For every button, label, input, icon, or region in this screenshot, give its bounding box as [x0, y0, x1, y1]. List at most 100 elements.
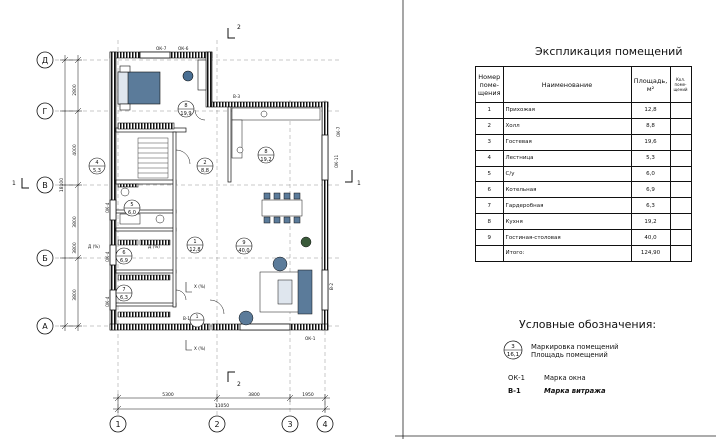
row-area: 8,8	[630, 117, 671, 135]
row-count	[669, 102, 692, 119]
window-mark: ОК-7	[156, 46, 167, 51]
svg-text:12,8: 12,8	[189, 247, 200, 253]
room-marker: 5 6,0	[123, 199, 141, 217]
dining-set	[261, 192, 303, 224]
row-area: 40,0	[630, 229, 671, 247]
window-mark: ОК-4	[105, 251, 110, 262]
row-num: 8	[475, 213, 504, 231]
row-name: Лестница	[502, 149, 632, 167]
stained-glass-mark: В-2	[329, 283, 334, 290]
row-num: 7	[475, 197, 504, 215]
window-mark: ОК-11	[334, 155, 339, 168]
section-label: 2	[237, 381, 241, 388]
svg-text:6,0: 6,0	[128, 210, 136, 216]
dimension-chain-left	[60, 55, 82, 331]
room-marker-symbol: 3 16,1	[503, 340, 523, 360]
row-name: Прихожая	[502, 102, 632, 119]
svg-text:4: 4	[95, 160, 98, 166]
row-name: Гостевая	[502, 133, 632, 151]
dim-label: 3800	[72, 242, 78, 254]
legend-title: Условные обозначения:	[519, 318, 657, 331]
staircase	[137, 137, 169, 179]
svg-text:6,3: 6,3	[120, 295, 128, 301]
row-area: 124,90	[630, 245, 671, 262]
header-area: Площадь, м²	[630, 66, 671, 103]
svg-text:19,9: 19,9	[180, 111, 191, 117]
window-mark: ОК-1	[305, 336, 316, 341]
living-furniture	[238, 236, 313, 326]
dim-label: 11050	[215, 403, 229, 409]
grid-number: 4	[322, 420, 327, 429]
grid-number: 1	[115, 420, 120, 429]
stained-glass-mark: В-1	[183, 316, 190, 321]
door-mark: Х (%)	[194, 284, 206, 289]
svg-text:19,2: 19,2	[260, 157, 271, 163]
table-header-row: Номер поме- щения Наименование Площадь, …	[475, 66, 692, 103]
window-mark: ОК-4	[105, 202, 110, 213]
svg-text:9: 9	[242, 240, 245, 246]
row-area: 6,0	[630, 165, 671, 183]
table-total-row: Итого:124,90	[475, 245, 692, 262]
dim-label: 5300	[162, 392, 174, 398]
svg-text:5,3: 5,3	[93, 168, 101, 174]
window-mark: ОК-7	[336, 126, 341, 137]
dimension-chain-bottom	[113, 394, 330, 413]
door-mark: Х (%)	[194, 346, 206, 351]
svg-text:1: 1	[193, 239, 196, 245]
row-num: 5	[475, 165, 504, 183]
svg-text:2: 2	[203, 160, 206, 166]
row-num: 1	[475, 102, 504, 119]
header-num: Номер поме- щения	[475, 66, 504, 103]
svg-text:8: 8	[184, 103, 187, 109]
room-marker: 9 40,0	[235, 237, 253, 255]
row-count	[669, 149, 692, 167]
room-marker: 7 6,3	[115, 284, 133, 302]
svg-text:40,0: 40,0	[238, 248, 249, 254]
row-name: Холл	[502, 117, 632, 135]
dim-label: 3800	[72, 289, 78, 301]
row-name: Котельная	[502, 181, 632, 199]
door-mark: Д (%)	[88, 244, 100, 249]
grid-axis-numbers: 1 2 3 4	[109, 415, 334, 433]
grid-letter: В	[42, 181, 48, 190]
section-marks	[21, 28, 353, 382]
dim-label: 3800	[248, 392, 260, 398]
row-area: 12,8	[630, 102, 671, 119]
row-count	[669, 197, 692, 215]
dim-label: 3800	[72, 216, 78, 228]
room-marker: 8 19,2	[257, 146, 275, 164]
row-area: 5,3	[630, 149, 671, 167]
room-marker: 1 12,8	[186, 236, 204, 254]
window-mark: ОК-4	[105, 296, 110, 307]
room-marker: 8 19,9	[177, 100, 195, 118]
row-name: Кухня	[502, 213, 632, 231]
row-area: 6,9	[630, 181, 671, 199]
legend-marker-text-2: Площадь помещений	[531, 351, 608, 359]
door-arcs	[175, 109, 225, 315]
door-mark: Д (%)	[148, 244, 160, 249]
row-name: Итого:	[502, 245, 632, 262]
row-num: 2	[475, 117, 504, 135]
svg-text:1: 1	[196, 314, 199, 320]
svg-text:6: 6	[122, 250, 125, 256]
room-marker: 2 8,8	[196, 157, 214, 175]
row-name: Гардеробная	[502, 197, 632, 215]
row-num: 9	[475, 229, 504, 247]
svg-text:5: 5	[130, 202, 133, 208]
room-marker: 6 6,9	[115, 247, 133, 265]
explication-table: Номер поме- щения Наименование Площадь, …	[475, 66, 692, 262]
section-label: 2	[237, 24, 241, 31]
bathroom-fixtures	[119, 187, 165, 225]
svg-text:8,8: 8,8	[201, 168, 209, 174]
svg-text:16,1: 16,1	[507, 352, 519, 358]
dim-label: 4000	[72, 144, 78, 156]
stained-glass-mark: В-3	[233, 94, 240, 99]
legend-glass-code: В-1	[508, 387, 521, 395]
